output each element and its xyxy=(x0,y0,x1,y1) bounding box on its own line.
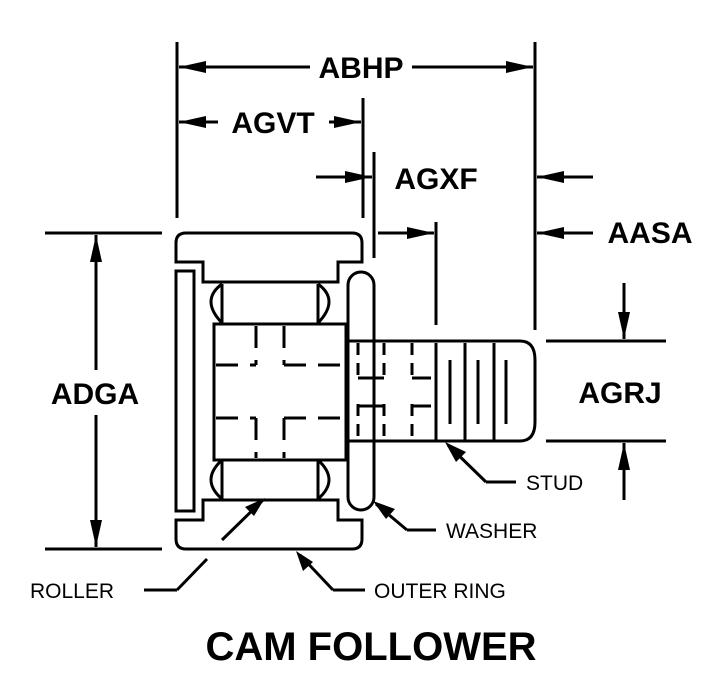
leader-stud xyxy=(445,442,516,484)
leader-washer xyxy=(373,501,436,532)
part-label-outer-ring: OUTER RING xyxy=(374,580,506,603)
dimension-label-agxf: AGXF xyxy=(394,163,477,196)
part-label-stud: STUD xyxy=(526,472,583,495)
washer xyxy=(346,270,376,512)
dimension-aasa: AASA xyxy=(537,171,693,250)
part-label-roller: ROLLER xyxy=(30,580,114,603)
leader-roller xyxy=(144,498,265,592)
roller-top xyxy=(209,282,331,325)
dimension-adga: ADGA xyxy=(45,231,162,551)
diagram-title: CAM FOLLOWER xyxy=(205,625,536,669)
dimension-label-agrj: AGRJ xyxy=(578,377,661,410)
inner-race xyxy=(212,322,348,462)
dimension-abhp: ABHP xyxy=(179,52,533,85)
leader-outer-ring xyxy=(296,551,365,592)
stud xyxy=(346,339,537,443)
dimension-agvt: AGVT xyxy=(179,107,361,140)
outer-ring-top xyxy=(174,231,364,284)
side-plate xyxy=(174,269,196,513)
dimension-label-aasa: AASA xyxy=(607,217,692,250)
dimension-label-agvt: AGVT xyxy=(231,107,314,140)
dimension-label-adga: ADGA xyxy=(51,378,139,411)
roller-bottom xyxy=(209,458,331,501)
dimension-agxf: AGXF xyxy=(316,163,478,239)
inner-race-hidden-lines xyxy=(216,326,340,458)
dimension-label-abhp: ABHP xyxy=(318,52,403,85)
outer-ring-bottom xyxy=(174,498,364,551)
part-label-washer: WASHER xyxy=(446,520,537,543)
dimension-agrj: AGRJ xyxy=(546,283,666,500)
